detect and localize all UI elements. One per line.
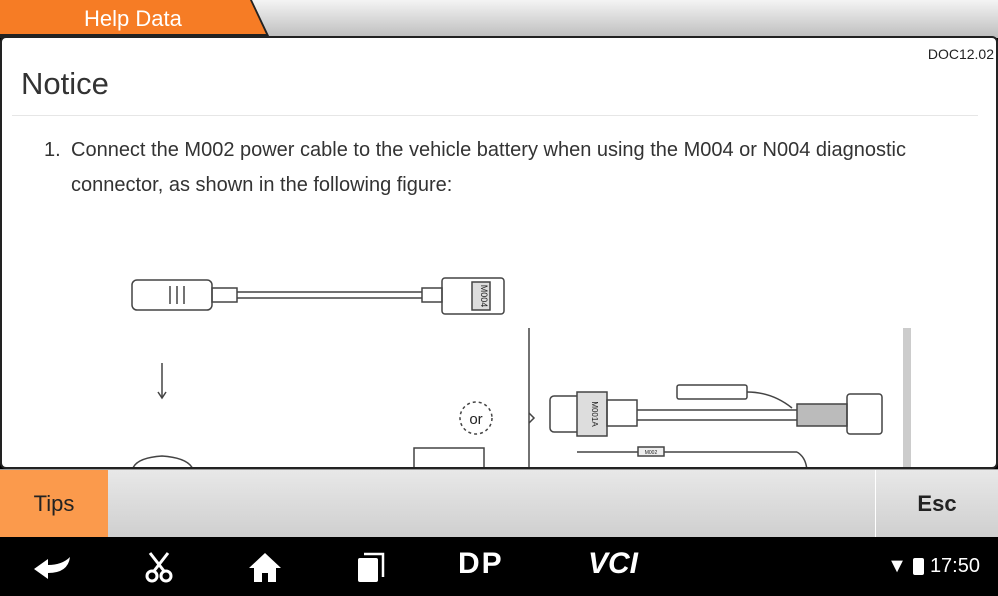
tab-help-data[interactable]: Help Data xyxy=(0,0,270,38)
doc-id: DOC12.02 xyxy=(927,46,994,62)
bottom-toolbar: Tips Esc xyxy=(0,469,998,538)
figure-label-or: or xyxy=(469,411,482,428)
figure-label-m002: M002 xyxy=(645,450,658,456)
help-content-panel[interactable]: DOC12.02 Notice 1. Connect the M002 powe… xyxy=(0,36,998,469)
back-icon[interactable] xyxy=(32,555,74,581)
home-icon[interactable] xyxy=(248,551,282,583)
top-bar: Help Data xyxy=(0,0,998,38)
tips-button[interactable]: Tips xyxy=(0,470,108,538)
connection-figure: M004 or M001A M002 xyxy=(131,277,911,467)
system-nav-bar: DP VCI ▼ 17:50 xyxy=(0,537,998,596)
clock-time: 17:50 xyxy=(929,555,980,577)
dp-logo[interactable]: DP xyxy=(458,547,504,580)
status-area: ▼ 17:50 xyxy=(887,555,980,578)
item-text: Connect the M002 power cable to the vehi… xyxy=(71,139,906,196)
tab-shape xyxy=(0,0,270,38)
divider xyxy=(12,115,978,116)
tab-label: Help Data xyxy=(84,6,182,31)
battery-charging-icon xyxy=(912,558,924,575)
page-title: Notice xyxy=(21,66,109,101)
figure-label-m004: M004 xyxy=(479,285,489,308)
wifi-icon: ▼ xyxy=(887,555,907,577)
screenshot-scissors-icon[interactable] xyxy=(144,551,174,583)
vci-logo[interactable]: VCI xyxy=(588,547,639,580)
list-item: 1. Connect the M002 power cable to the v… xyxy=(44,133,990,203)
esc-button[interactable]: Esc xyxy=(875,470,998,538)
item-number: 1. xyxy=(44,139,61,161)
figure-label-m001a: M001A xyxy=(590,401,599,427)
recent-apps-icon[interactable] xyxy=(356,551,386,583)
